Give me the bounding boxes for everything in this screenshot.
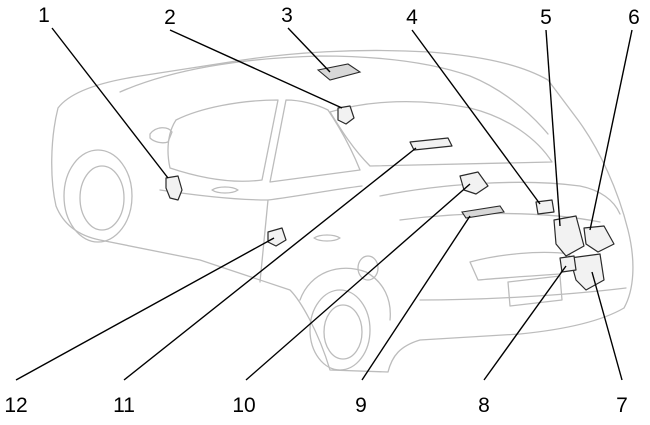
component-3-roof-antenna-panel [316, 63, 362, 81]
car-rear-wheel [309, 289, 371, 371]
callout-1: 1 [38, 4, 50, 27]
car-rear-door-handle [313, 234, 341, 242]
leader-line-10 [245, 183, 471, 381]
callout-3: 3 [281, 4, 293, 27]
car-roof-line [119, 55, 549, 135]
car-rear-wheel-rim [323, 304, 363, 360]
component-7-rear-bracket [569, 253, 605, 291]
car-front-wheel [63, 149, 133, 243]
leader-line-11 [123, 147, 417, 381]
component-8-lower-latch [559, 255, 577, 273]
leader-line-12 [15, 237, 275, 381]
leader-line-9 [361, 215, 471, 381]
callout-4: 4 [406, 6, 418, 29]
components [165, 63, 615, 291]
car-fuel-lid [357, 255, 379, 281]
component-9-antenna-amplifier [461, 205, 505, 219]
component-1-front-door-module [165, 175, 183, 201]
callout-labels: 1 2 3 4 5 6 7 8 9 10 11 12 [4, 4, 640, 417]
car-side-mirror [149, 127, 173, 144]
component-2-roof-unit [337, 105, 355, 125]
leader-lines [15, 27, 633, 381]
car-front-door-handle [211, 186, 239, 194]
leader-line-8 [483, 265, 567, 381]
leader-line-4 [411, 29, 541, 205]
car-door-line [159, 189, 269, 283]
callout-6: 6 [628, 6, 640, 29]
car-rear-wheel-arch [299, 267, 391, 321]
car-tail-light [469, 251, 571, 281]
leader-line-7 [591, 271, 623, 381]
callout-2: 2 [164, 6, 176, 29]
callout-10: 10 [232, 394, 255, 417]
component-11-high-mount-unit [409, 137, 453, 151]
car-door-line-rear [267, 185, 363, 201]
callout-11: 11 [113, 394, 135, 417]
leader-line-6 [589, 29, 633, 231]
car-rear-window [329, 100, 553, 167]
callout-5: 5 [540, 6, 552, 29]
callout-9: 9 [355, 394, 367, 417]
car-license-plate-area [507, 275, 563, 307]
car-rear-side-window [269, 99, 361, 183]
car-front-window [167, 99, 279, 182]
callout-12: 12 [4, 394, 27, 417]
component-5-trunk-hinge-assembly [553, 215, 585, 257]
leader-line-2 [169, 29, 343, 109]
car-rear-bumper [419, 287, 627, 301]
component-12-rear-door-module [267, 227, 287, 247]
leader-line-3 [287, 27, 331, 73]
car-front-wheel-rim [79, 165, 125, 231]
callout-7: 7 [616, 394, 628, 417]
car-trunk-lid [379, 181, 621, 215]
component-6-trunk-latch-unit [583, 225, 615, 253]
car-body-silhouette [51, 49, 634, 373]
leader-line-5 [545, 29, 561, 227]
component-10-rear-pillar-module [459, 171, 489, 195]
leader-line-1 [51, 27, 169, 179]
callout-8: 8 [478, 394, 490, 417]
